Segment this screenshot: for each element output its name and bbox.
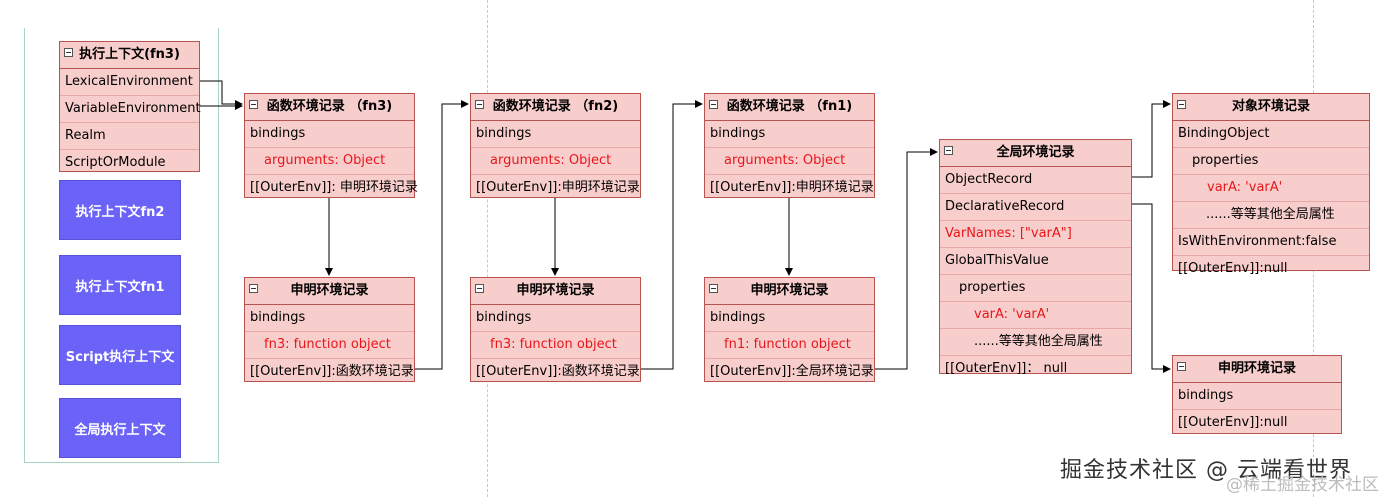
row-is-with-environment: IsWithEnvironment:false [1173, 229, 1369, 256]
row-bindings: bindings [1173, 383, 1341, 410]
row-var-names: VarNames: ["varA"] [940, 221, 1131, 248]
row-properties: properties [940, 275, 1131, 302]
box-header: 申明环境记录 [705, 278, 874, 305]
watermark-main: 掘金技术社区 @ 云端看世界 [1060, 458, 1352, 483]
function-env-fn1[interactable]: 函数环境记录 （fn1) bindings arguments: Object … [704, 93, 875, 198]
box-header: 函数环境记录 （fn2) [471, 94, 640, 121]
box-header: 申明环境记录 [245, 278, 414, 305]
row-var-a: varA: 'varA' [1173, 175, 1369, 202]
row-script-or-module: ScriptOrModule [65, 155, 166, 170]
row-global-this-value: GlobalThisValue [940, 248, 1131, 275]
box-header: 申明环境记录 [471, 278, 640, 305]
declarative-env-fn3[interactable]: 申明环境记录 bindings fn3: function object [[O… [244, 277, 415, 382]
row-arguments: arguments: Object [705, 148, 874, 175]
collapse-icon[interactable] [475, 284, 484, 293]
function-env-fn2[interactable]: 函数环境记录 （fn2) bindings arguments: Object … [470, 93, 641, 198]
stack-item-global[interactable]: 全局执行上下文 [59, 398, 181, 458]
arrow-lexical-to-fn3env [200, 80, 243, 108]
row-binding-object: BindingObject [1173, 121, 1369, 148]
box-header: 函数环境记录 （fn3) [245, 94, 414, 121]
box-header: 申明环境记录 [1173, 356, 1341, 383]
row-outer-env: [[OuterEnv]]: 申明环境记录 [250, 180, 418, 195]
object-env-record[interactable]: 对象环境记录 BindingObject properties varA: 'v… [1172, 93, 1370, 276]
collapse-icon[interactable] [249, 100, 258, 109]
watermark-sub: @稀土掘金技术社区 [1226, 475, 1379, 495]
stack-item-fn1[interactable]: 执行上下文fn1 [59, 255, 181, 315]
row-variable-environment: VariableEnvironment [60, 96, 201, 123]
row-function-binding: fn3: function object [245, 332, 414, 359]
row-outer-env: [[OuterEnv]]:全局环境记录 [710, 364, 874, 379]
global-env-record[interactable]: 全局环境记录 ObjectRecord DeclarativeRecord Va… [939, 139, 1132, 376]
function-env-fn3[interactable]: 函数环境记录 （fn3) bindings arguments: Object … [244, 93, 418, 198]
row-properties: properties [1173, 148, 1369, 175]
row-var-a: varA: 'varA' [940, 302, 1131, 329]
collapse-icon[interactable] [249, 284, 258, 293]
row-declarative-record: DeclarativeRecord [940, 194, 1131, 221]
collapse-icon[interactable] [709, 100, 718, 109]
row-function-binding: fn3: function object [471, 332, 640, 359]
row-function-binding: fn1: function object [705, 332, 874, 359]
row-arguments: arguments: Object [471, 148, 640, 175]
row-bindings: bindings [471, 305, 640, 332]
row-other-props: ......等等其他全局属性 [1173, 202, 1369, 229]
row-outer-env: [[OuterEnv]]:函数环境记录 [250, 364, 414, 379]
collapse-icon[interactable] [709, 284, 718, 293]
stack-item-script[interactable]: Script执行上下文 [59, 325, 181, 385]
arrow-declarative-to-global-decl [1132, 203, 1171, 373]
global-declarative-env[interactable]: 申明环境记录 bindings [[OuterEnv]]:null [1172, 355, 1342, 434]
row-outer-env: [[OuterEnv]]： null [945, 361, 1068, 376]
row-outer-env: [[OuterEnv]]:null [1178, 415, 1288, 430]
arrow-objectrecord-to-object-env [1132, 100, 1171, 178]
exec-context-header: 执行上下文(fn3) [60, 42, 199, 69]
collapse-icon[interactable] [64, 48, 73, 57]
arrow-fn3decl-to-fn2env [415, 100, 469, 370]
row-outer-env: [[OuterEnv]]:函数环境记录 [476, 364, 640, 379]
row-bindings: bindings [471, 121, 640, 148]
arrow-fn2decl-to-fn1env [641, 100, 703, 370]
row-outer-env: [[OuterEnv]]:申明环境记录 [710, 180, 874, 195]
arrow-fn1decl-to-global [875, 148, 938, 370]
collapse-icon[interactable] [475, 100, 484, 109]
box-header: 对象环境记录 [1173, 94, 1369, 121]
collapse-icon[interactable] [1177, 100, 1186, 109]
row-arguments: arguments: Object [245, 148, 414, 175]
row-outer-env: [[OuterEnv]]:null [1178, 261, 1288, 276]
declarative-env-fn1[interactable]: 申明环境记录 bindings fn1: function object [[O… [704, 277, 875, 382]
row-bindings: bindings [705, 121, 874, 148]
collapse-icon[interactable] [944, 146, 953, 155]
declarative-env-fn2[interactable]: 申明环境记录 bindings fn3: function object [[O… [470, 277, 641, 382]
stack-item-fn2[interactable]: 执行上下文fn2 [59, 180, 181, 240]
box-header: 函数环境记录 （fn1) [705, 94, 874, 121]
collapse-icon[interactable] [1177, 362, 1186, 371]
call-stack-frame [24, 28, 219, 463]
row-outer-env: [[OuterEnv]]:申明环境记录 [476, 180, 640, 195]
row-bindings: bindings [245, 121, 414, 148]
guide-line [487, 0, 488, 497]
row-bindings: bindings [245, 305, 414, 332]
exec-context-fn3[interactable]: 执行上下文(fn3) LexicalEnvironment VariableEn… [59, 41, 201, 172]
row-realm: Realm [60, 123, 199, 150]
row-object-record: ObjectRecord [940, 167, 1131, 194]
row-lexical-environment: LexicalEnvironment [60, 69, 199, 96]
box-header: 全局环境记录 [940, 140, 1131, 167]
row-bindings: bindings [705, 305, 874, 332]
row-other-props: ......等等其他全局属性 [940, 329, 1131, 356]
